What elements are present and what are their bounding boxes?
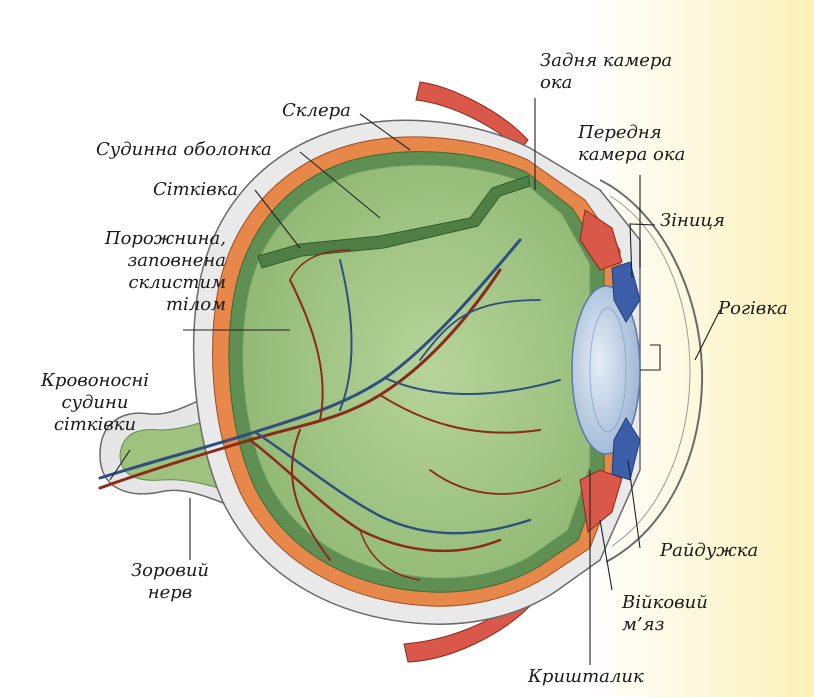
label-optic-nerve: Зоровий нерв [110, 560, 230, 604]
label-retinal-vessels: Кровоносні судини сітківки [30, 370, 160, 436]
label-ciliary-muscle-line1: Війковий [622, 592, 708, 614]
label-vessels-line1: Кровоносні [30, 370, 160, 392]
label-vitreous: Порожнина, заповнена склистим тілом [60, 228, 226, 316]
label-iris: Райдужка [660, 540, 758, 562]
label-vessels-line3: сітківки [30, 414, 160, 436]
label-posterior-chamber-line1: Задня камера [540, 50, 672, 72]
label-optic-nerve-line2: нерв [110, 582, 230, 604]
label-posterior-chamber: Задня камера ока [540, 50, 672, 94]
label-ciliary-muscle-line2: м’яз [622, 614, 708, 636]
label-pupil: Зіниця [660, 210, 725, 232]
label-cornea: Рогівка [718, 298, 788, 320]
label-anterior-chamber: Передня камера ока [578, 122, 685, 166]
label-vitreous-line2: заповнена [60, 250, 226, 272]
label-lens: Кришталик [528, 666, 644, 688]
vitreous-body [243, 165, 590, 578]
label-choroid: Судинна оболонка [96, 139, 272, 161]
label-anterior-chamber-line2: камера ока [578, 144, 685, 166]
label-posterior-chamber-line2: ока [540, 72, 672, 94]
label-vessels-line2: судини [30, 392, 160, 414]
label-retina: Сітківка [153, 179, 238, 201]
label-vitreous-line4: тілом [60, 294, 226, 316]
label-sclera: Склера [282, 100, 351, 122]
label-ciliary-muscle: Війковий м’яз [622, 592, 708, 636]
label-optic-nerve-line1: Зоровий [110, 560, 230, 582]
label-anterior-chamber-line1: Передня [578, 122, 685, 144]
label-vitreous-line1: Порожнина, [60, 228, 226, 250]
label-vitreous-line3: склистим [60, 272, 226, 294]
